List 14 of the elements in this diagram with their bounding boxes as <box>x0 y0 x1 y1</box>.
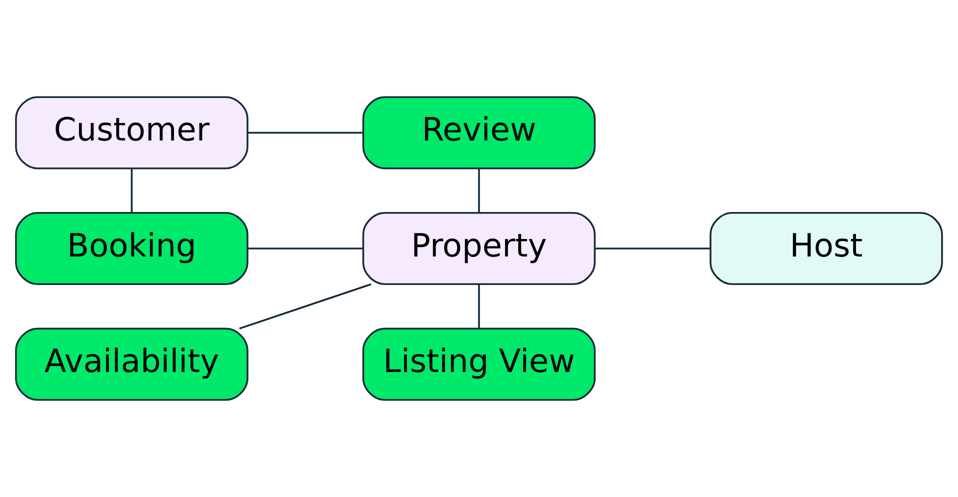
connector <box>478 284 480 329</box>
connector <box>478 168 480 213</box>
connector <box>248 132 363 134</box>
connector <box>595 248 710 250</box>
node-box: Review <box>362 96 596 170</box>
node-box: Booking <box>15 212 248 285</box>
node-box: Listing View <box>362 328 596 401</box>
node-box: Host <box>710 212 943 285</box>
connector <box>130 168 133 213</box>
connector <box>239 283 372 330</box>
node-box: Property <box>362 212 596 285</box>
connector <box>248 248 363 250</box>
node-box: Availability <box>15 328 248 401</box>
node-box: Customer <box>15 96 248 170</box>
